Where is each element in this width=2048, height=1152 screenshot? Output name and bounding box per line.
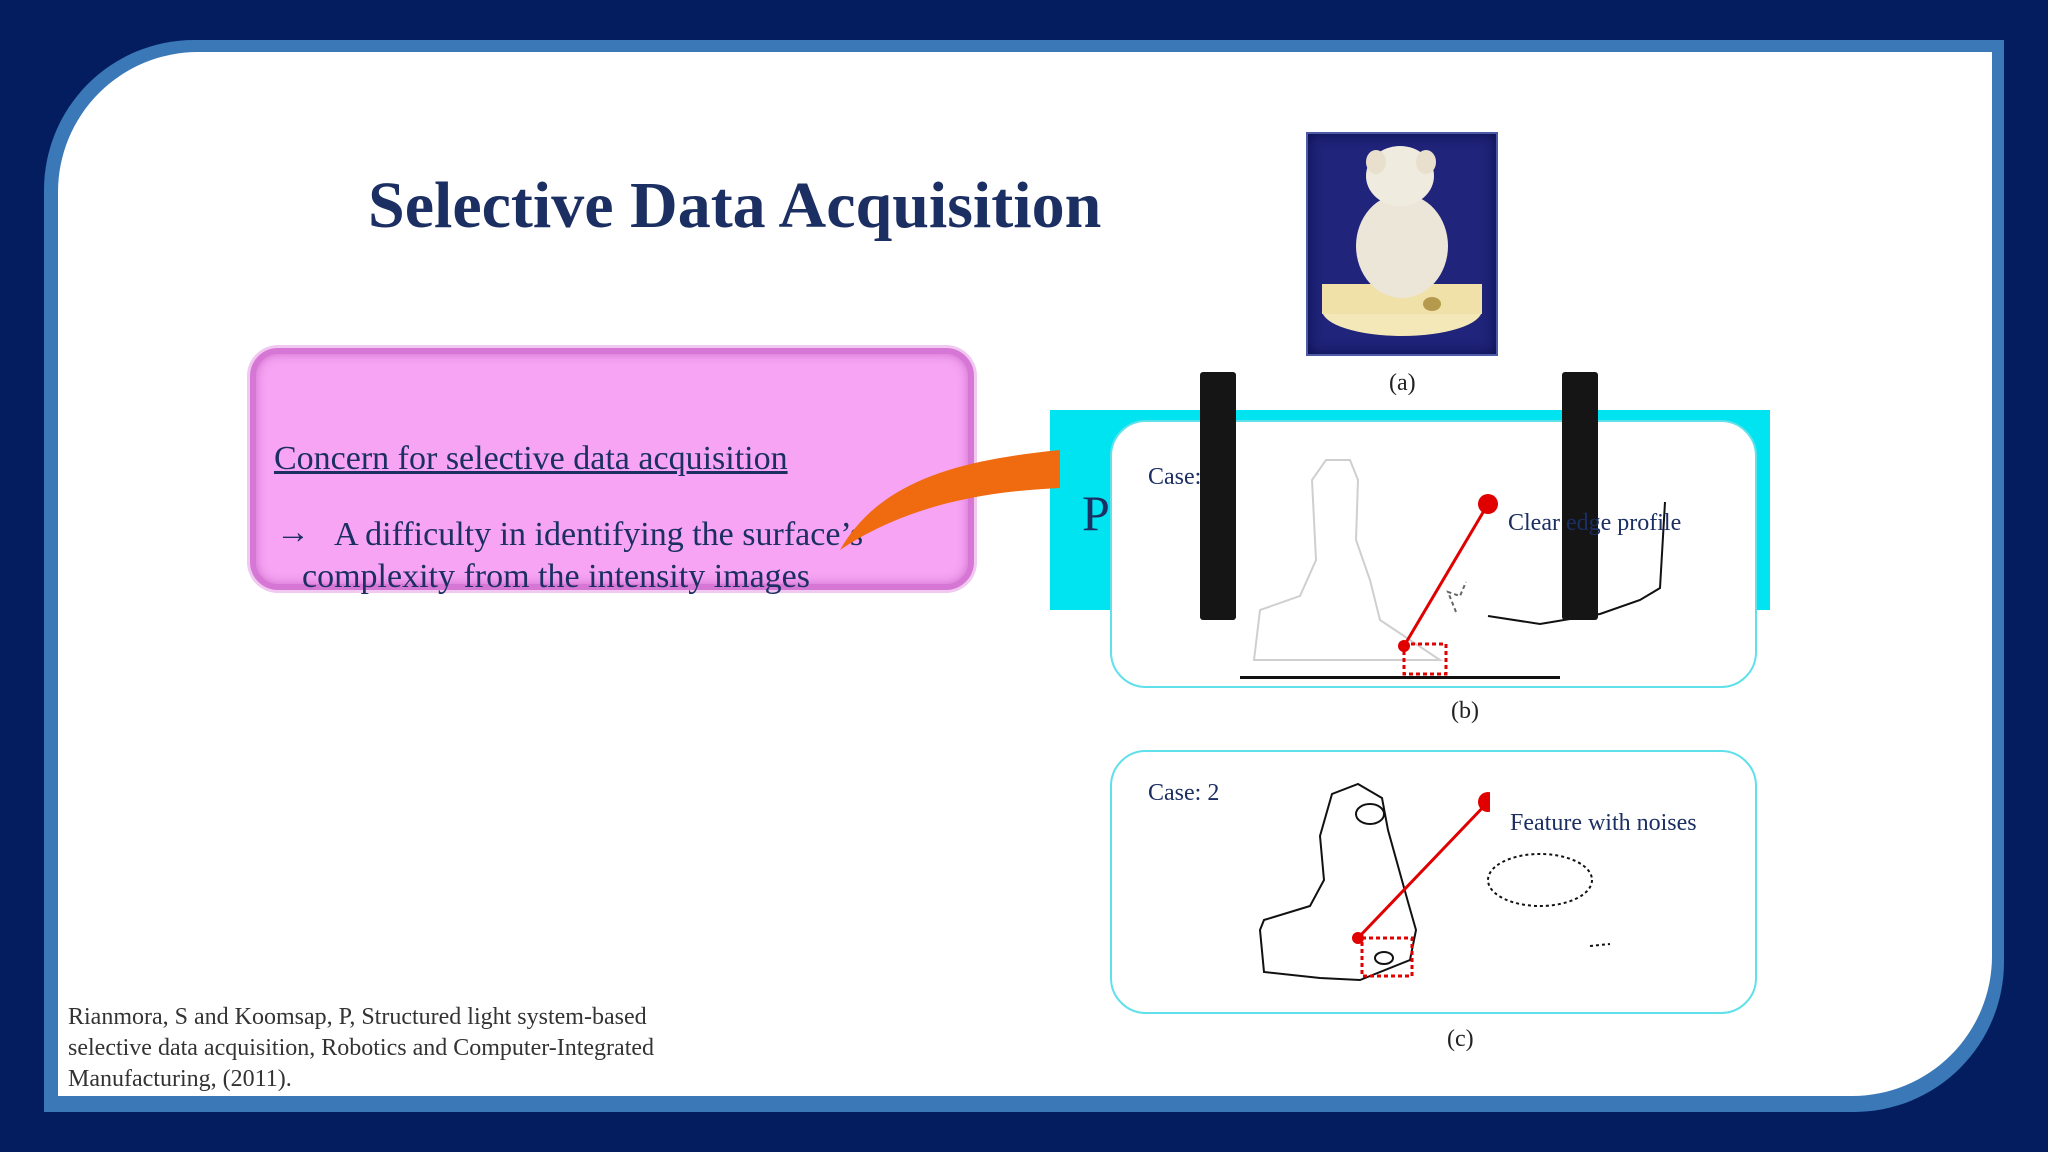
figure-a-photo <box>1306 132 1498 356</box>
concern-heading: Concern for selective data acquisition <box>274 440 788 477</box>
figure-a-caption: (a) <box>1389 370 1416 396</box>
case-2-pointer <box>1352 792 1490 978</box>
case-1-pointer <box>1398 494 1498 676</box>
case-1-annotation: Clear edge profile <box>1508 510 1682 536</box>
case-1-baseline <box>1240 676 1560 679</box>
citation-line-3: Manufacturing, (2011). <box>68 1066 292 1092</box>
slide-title: Selective Data Acquisition <box>368 169 1102 242</box>
concern-line-1: A difficulty in identifying the surface’… <box>334 516 864 553</box>
concern-box <box>250 348 974 590</box>
case-1-outline <box>1252 459 1666 661</box>
case-2-card <box>1110 750 1757 1014</box>
figure-c-caption: (c) <box>1447 1026 1474 1052</box>
citation-line-1: Rianmora, S and Koomsap, P, Structured l… <box>68 1004 647 1030</box>
curved-arrow-icon <box>840 450 1060 550</box>
case-2-noisy-outline <box>1258 782 1611 982</box>
case-2-annotation: Feature with noises <box>1510 810 1697 836</box>
figure-b-caption: (b) <box>1451 698 1479 724</box>
arrow-right-icon: → <box>276 514 310 551</box>
case-2-label: Case: 2 <box>1148 780 1220 806</box>
concern-line-2: complexity from the intensity images <box>302 558 811 595</box>
cheese-mouse-figurine-icon <box>1322 146 1482 336</box>
citation-line-2: selective data acquisition, Robotics and… <box>68 1035 655 1061</box>
dark-bar-right <box>1562 372 1598 620</box>
citation: Rianmora, S and Koomsap, P, Structured l… <box>68 1002 654 1095</box>
dark-bar-left <box>1200 372 1236 620</box>
